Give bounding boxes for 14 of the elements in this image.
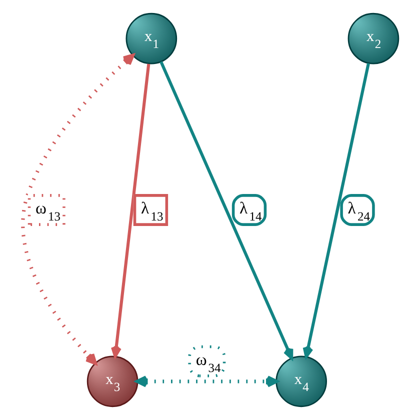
arrow: [159, 61, 293, 360]
node-circle: x$_{4}$: [275, 356, 326, 408]
node-circle: x$_{1}$: [125, 12, 177, 64]
edge-label: λ$_{14}$: [239, 198, 262, 224]
node-circle: x$_{2}$: [347, 12, 399, 64]
edge-label: ω$_{13}$: [35, 198, 60, 224]
node-circle: x$_{3}$: [86, 356, 138, 408]
arrow: [110, 64, 150, 358]
arrow: [20, 54, 134, 365]
edge-label: λ$_{24}$: [347, 198, 370, 224]
arrow: [135, 376, 278, 388]
edge-label: ω$_{34}$: [195, 350, 220, 375]
arrow: [302, 63, 370, 358]
edge-label: λ$_{13}$: [140, 198, 163, 224]
